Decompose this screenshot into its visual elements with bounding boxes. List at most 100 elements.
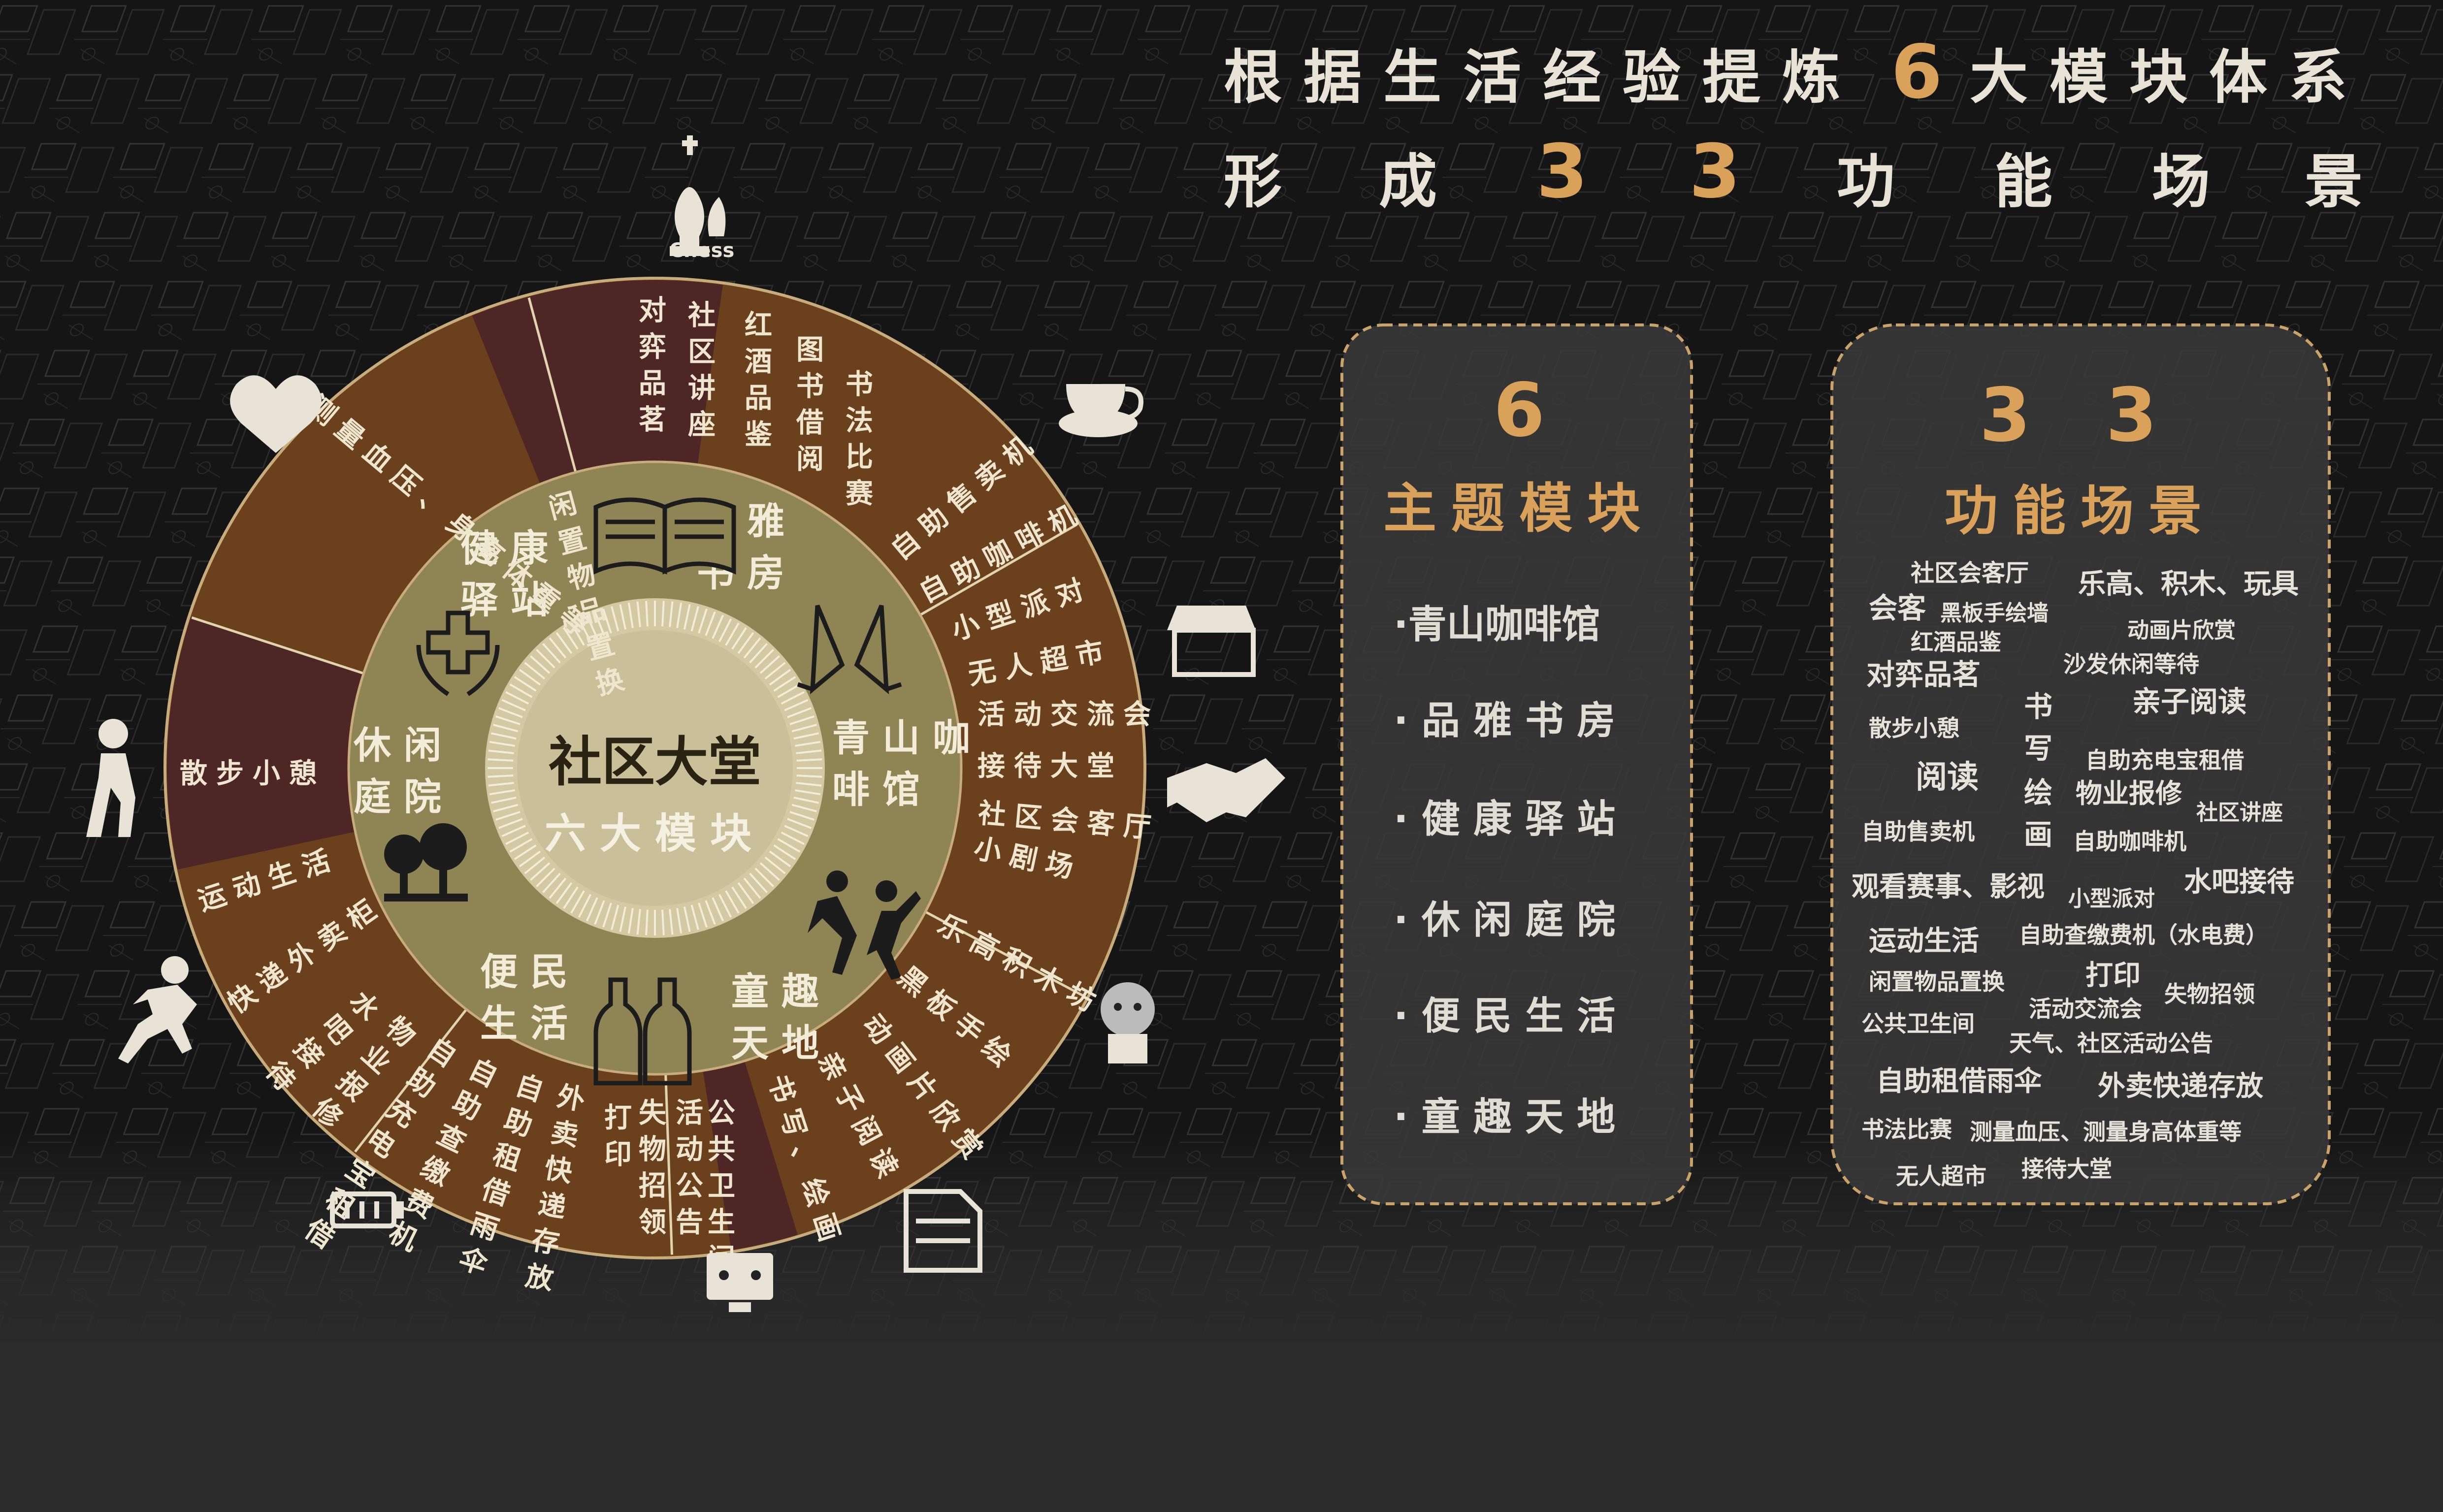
scene-cloud-item: 测量血压、测量身高体重等 bbox=[1970, 1119, 2242, 1145]
header-line1-num: 6 bbox=[1891, 30, 1964, 115]
scene-cloud-item: 失物招领 bbox=[2164, 981, 2255, 1007]
sunburst-ray bbox=[731, 627, 747, 650]
coffee-cup-icon bbox=[1059, 384, 1143, 437]
sunburst-ray bbox=[712, 897, 724, 922]
scene-pinya-4: 书法比赛 bbox=[841, 369, 873, 515]
sunburst-ray bbox=[661, 909, 665, 935]
sunburst-ray bbox=[509, 683, 533, 698]
scene-cloud-item: 运动生活 bbox=[1869, 925, 1979, 957]
scene-cloud-item: 会客 bbox=[1869, 591, 1926, 625]
scene-cloud-item: 闲置物品置换 bbox=[1869, 968, 2005, 995]
sunburst-ray bbox=[489, 789, 515, 796]
header-line2-c: 功 bbox=[1837, 148, 1917, 216]
sunburst-ray bbox=[787, 818, 812, 829]
panel-modules: 6 主题模块 ·青山咖啡馆 · 品 雅 书 房 · 健 康 驿 站 · 休 闲 … bbox=[1340, 323, 1693, 1205]
header-line2-d: 能 bbox=[1994, 148, 2074, 216]
scene-cloud-item: 沙发休闲等待 bbox=[2063, 651, 2199, 677]
scene-cloud-item: 社区讲座 bbox=[2196, 800, 2283, 825]
scene-cloud-item: 散步小憩 bbox=[1869, 715, 1959, 741]
sunburst-ray bbox=[536, 868, 555, 887]
scene-cloud-item: 动画片欣赏 bbox=[2127, 618, 2236, 643]
wine-glasses-icon bbox=[797, 605, 902, 695]
scene-cloud-item: 书法比赛 bbox=[1861, 1116, 1953, 1143]
sunburst-ray bbox=[563, 627, 579, 650]
header-line2-e: 场 bbox=[2152, 148, 2232, 216]
scene-cloud-item: 物业报修 bbox=[2076, 778, 2182, 809]
sunburst-ray bbox=[737, 632, 754, 654]
center-title: 社区大堂 bbox=[549, 732, 761, 793]
scene-cloud-item: 打印 bbox=[2085, 960, 2141, 992]
sunburst-ray bbox=[731, 886, 747, 909]
module-jiankang-name-1: 健康 bbox=[460, 526, 561, 570]
scene-cloud-item: 社区会客厅 bbox=[1911, 559, 2029, 587]
chess-icon-label: Chess bbox=[669, 239, 735, 262]
module-xiuxian-name-2: 庭院 bbox=[354, 775, 454, 819]
sunburst-ray bbox=[789, 715, 814, 725]
module-qingshan-name-1: 青山咖 bbox=[832, 716, 983, 760]
sunburst-ray bbox=[505, 691, 529, 705]
scene-bianmin-3: 打印 bbox=[600, 1103, 632, 1176]
sunburst-ray bbox=[661, 601, 665, 627]
sunburst-ray bbox=[669, 601, 674, 627]
heart-hands-icon bbox=[230, 375, 322, 453]
sunburst-ray bbox=[578, 618, 592, 643]
sunburst-ray bbox=[796, 782, 822, 787]
sunburst-ray bbox=[754, 649, 774, 669]
highlight-wedge bbox=[703, 1061, 798, 1250]
kid-avatar-icon bbox=[1101, 982, 1155, 1063]
monitor-icon bbox=[707, 1253, 773, 1312]
sunburst-ray bbox=[769, 850, 791, 868]
header-line1-b: 大模块体系 bbox=[1970, 43, 2369, 111]
sunburst-ray bbox=[493, 804, 519, 812]
sunburst-ray bbox=[698, 609, 708, 634]
sunburst-ray bbox=[784, 825, 809, 837]
highlight-wedge bbox=[472, 280, 723, 484]
header-line2-b: 成 bbox=[1379, 148, 1459, 216]
module-tongqu-name-1: 童趣 bbox=[731, 969, 832, 1013]
sunburst-ray bbox=[784, 699, 809, 711]
panel-modules-title: 主题模块 bbox=[1383, 478, 1655, 540]
module-jiankang-name-2: 驿站 bbox=[460, 578, 561, 622]
sunburst-ray bbox=[524, 662, 546, 680]
sunburst-ray bbox=[619, 906, 627, 932]
sunburst-ray bbox=[636, 601, 641, 627]
scene-cloud-item: 书 bbox=[2024, 690, 2052, 723]
sunburst-ray bbox=[749, 872, 768, 894]
sunburst-ray bbox=[793, 732, 819, 740]
bottles-icon bbox=[593, 977, 692, 1086]
sunburst-ray bbox=[705, 900, 716, 925]
scene-cloud-item: 天气、社区活动公告 bbox=[2009, 1030, 2213, 1057]
sunburst-ray bbox=[594, 900, 605, 925]
runner-icon bbox=[118, 956, 197, 1063]
sunburst-ray bbox=[676, 602, 683, 628]
panel-scenes-frame bbox=[1830, 323, 2331, 1205]
sunburst-ray bbox=[645, 601, 649, 627]
scene-cloud-item: 亲子阅读 bbox=[2132, 685, 2247, 718]
sunburst-ray bbox=[524, 856, 546, 874]
sunburst-ray bbox=[501, 699, 526, 711]
sunburst-ray bbox=[488, 774, 514, 778]
scene-cloud-item: 自助租借雨伞 bbox=[1876, 1065, 2042, 1097]
sunburst-ray bbox=[627, 908, 634, 934]
scene-cloud-item: 无人超市 bbox=[1896, 1163, 1987, 1190]
sunburst-ray bbox=[683, 604, 691, 630]
scene-cloud-item: 水吧接待 bbox=[2184, 866, 2294, 898]
scene-cloud-item: 自助售卖机 bbox=[1861, 818, 1975, 845]
kids-jumping-icon bbox=[808, 870, 921, 980]
scene-cloud-item: 活动交流会 bbox=[2029, 996, 2142, 1022]
sunburst-ray bbox=[759, 862, 781, 881]
sunburst-ray bbox=[529, 655, 551, 674]
sunburst-ray bbox=[791, 724, 817, 733]
sunburst-ray bbox=[781, 691, 805, 705]
sunburst-ray bbox=[493, 724, 519, 733]
sunburst-ray bbox=[769, 669, 791, 686]
scene-cloud-item: 自助咖啡机 bbox=[2073, 828, 2186, 855]
sunburst-ray bbox=[690, 606, 699, 632]
sunburst-ray bbox=[669, 909, 674, 935]
sunburst-ray bbox=[491, 796, 517, 804]
header-line1-a: 根据生活经验提炼 bbox=[1224, 43, 1862, 111]
sunburst-ray bbox=[795, 789, 821, 796]
sunburst-ray bbox=[570, 622, 585, 646]
sunburst-ray bbox=[712, 614, 724, 639]
